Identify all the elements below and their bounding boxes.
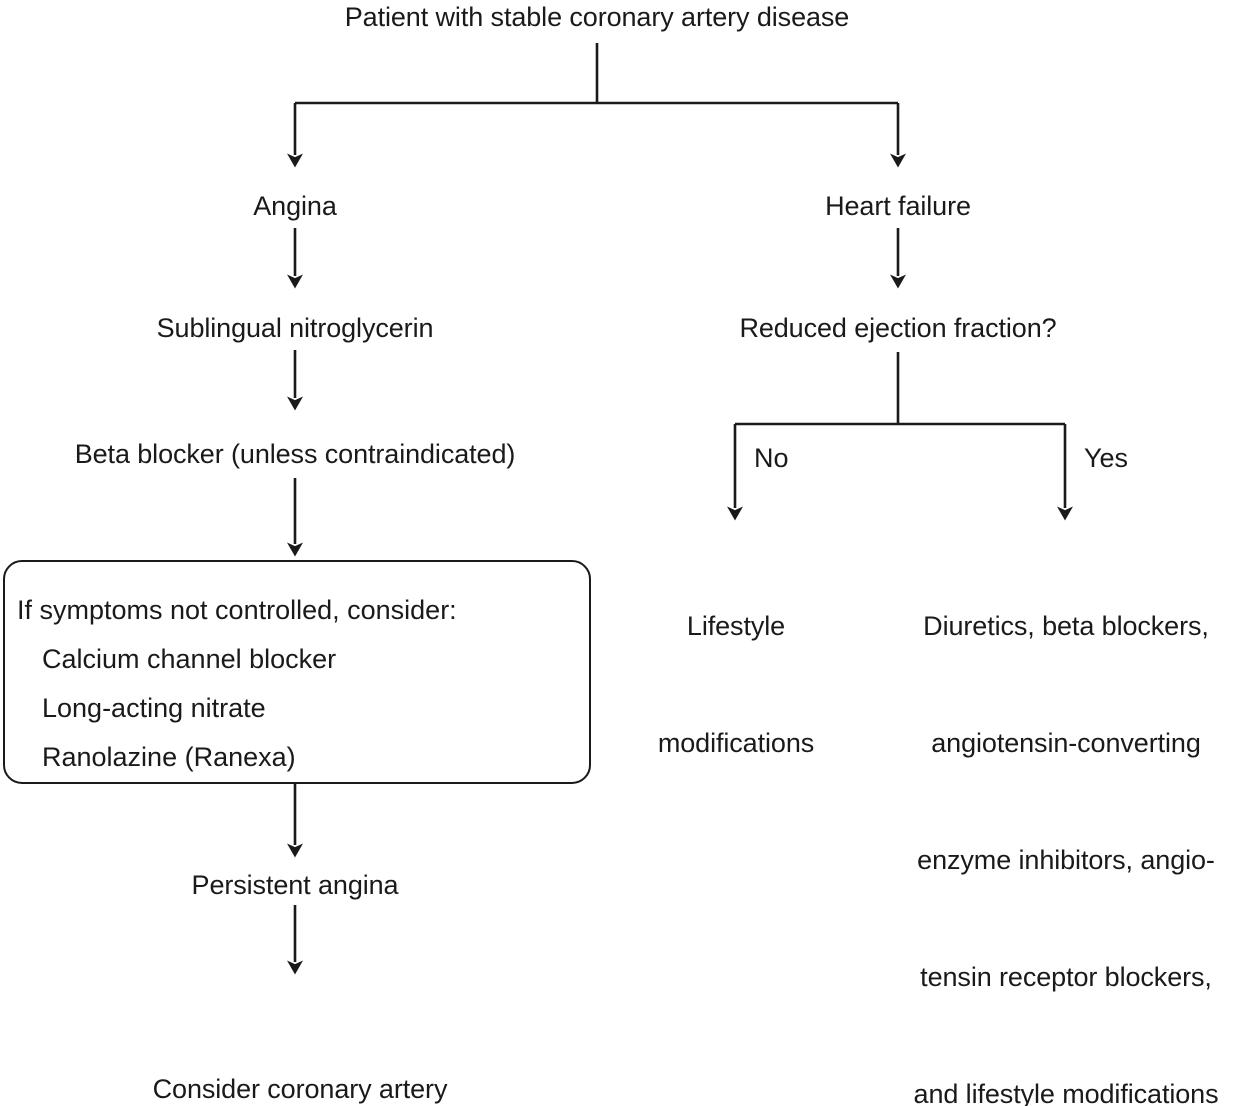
node-angina: Angina	[253, 191, 337, 221]
node-root-title: Patient with stable coronary artery dise…	[344, 2, 850, 32]
node-reduced-ejection-fraction: Reduced ejection fraction?	[739, 313, 1057, 343]
consider-box-item-calcium-channel-blocker: Calcium channel blocker	[42, 644, 337, 674]
edge-label-yes: Yes	[1084, 443, 1129, 473]
node-beta-blocker: Beta blocker (unless contraindicated)	[74, 439, 516, 469]
hf-therapy-line-3: enzyme inhibitors, angio-	[917, 845, 1215, 875]
node-heart-failure: Heart failure	[825, 191, 971, 221]
consider-options-box: If symptoms not controlled, consider: Ca…	[3, 560, 591, 784]
edge-label-no: No	[754, 443, 789, 473]
node-sublingual-nitroglycerin: Sublingual nitroglycerin	[156, 313, 434, 343]
node-revascularization: Consider coronary artery bypass grafting…	[135, 992, 466, 1106]
node-heart-failure-therapy: Diuretics, beta blockers, angiotensin-co…	[914, 529, 1219, 1106]
hf-therapy-line-2: angiotensin-converting	[931, 728, 1201, 758]
hf-therapy-line-1: Diuretics, beta blockers,	[923, 611, 1209, 641]
consider-box-item-long-acting-nitrate: Long-acting nitrate	[42, 693, 266, 723]
consider-box-heading: If symptoms not controlled, consider:	[17, 595, 457, 625]
consider-box-item-ranolazine: Ranolazine (Ranexa)	[42, 742, 296, 772]
node-lifestyle-modifications: Lifestyle modifications	[658, 529, 814, 841]
lifestyle-line-2: modifications	[657, 728, 815, 758]
hf-therapy-line-4: tensin receptor blockers,	[920, 962, 1212, 992]
node-persistent-angina: Persistent angina	[191, 870, 399, 900]
lifestyle-line-1: Lifestyle	[686, 611, 786, 641]
revascularization-line-1: Consider coronary artery	[152, 1074, 448, 1104]
hf-therapy-line-5: and lifestyle modifications	[913, 1079, 1219, 1106]
